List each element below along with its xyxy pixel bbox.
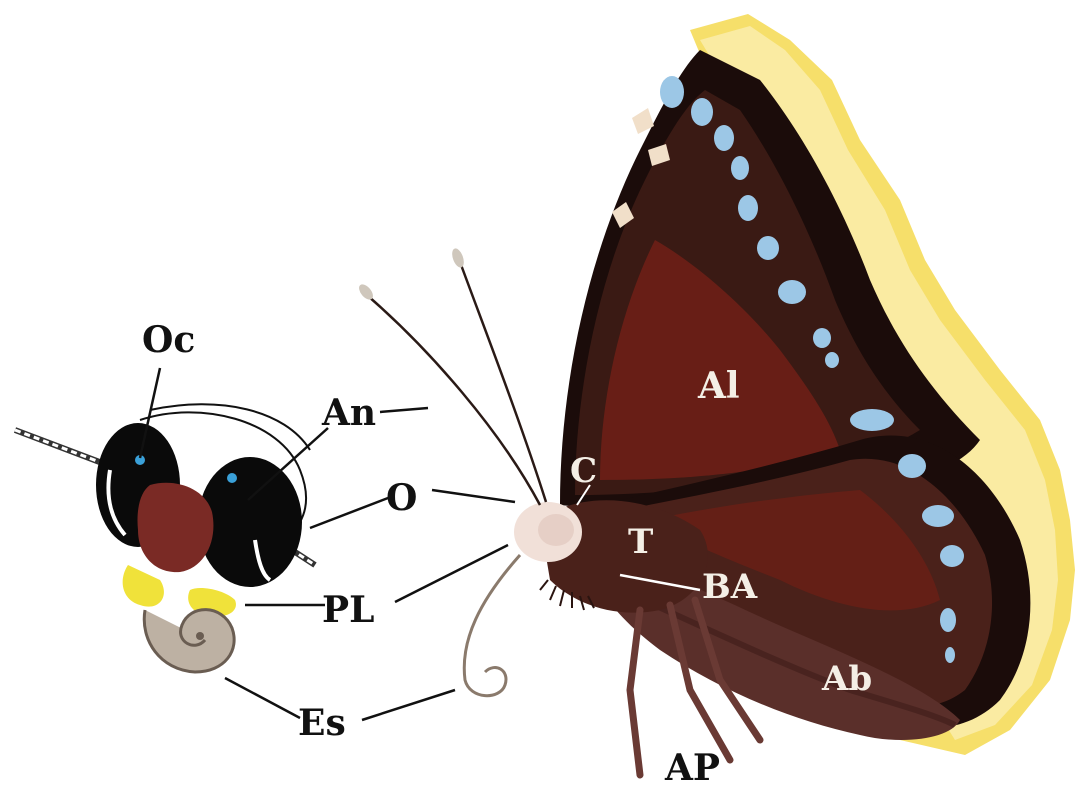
leader-an-butterfly — [380, 408, 428, 412]
coiled-proboscis — [144, 610, 234, 672]
antennae — [368, 262, 546, 505]
leader-o-butterfly — [432, 490, 515, 502]
leader-es-butterfly — [362, 690, 455, 720]
ocellus-right — [227, 473, 237, 483]
proboscis-center — [196, 632, 204, 640]
label-pl: PL — [322, 589, 374, 631]
head-outline-top — [150, 404, 310, 450]
head-detail-illustration — [15, 404, 315, 672]
compound-eye — [538, 514, 574, 546]
antenna-club-right — [450, 247, 466, 269]
label-ba: BA — [702, 567, 758, 607]
head-eye-right — [198, 457, 302, 587]
proboscis — [464, 555, 520, 696]
label-c: C — [570, 451, 597, 491]
label-o: O — [386, 477, 417, 519]
label-al: Al — [697, 365, 740, 407]
label-ab: Ab — [821, 659, 872, 699]
label-ap: AP — [664, 747, 720, 789]
label-es: Es — [298, 702, 346, 744]
leader-o-head — [310, 498, 388, 528]
labial-palp-left — [123, 565, 164, 607]
label-t: T — [628, 522, 653, 562]
head-face — [138, 483, 214, 572]
label-oc: Oc — [142, 319, 195, 361]
label-an: An — [321, 392, 376, 434]
leader-es-head — [225, 678, 300, 718]
